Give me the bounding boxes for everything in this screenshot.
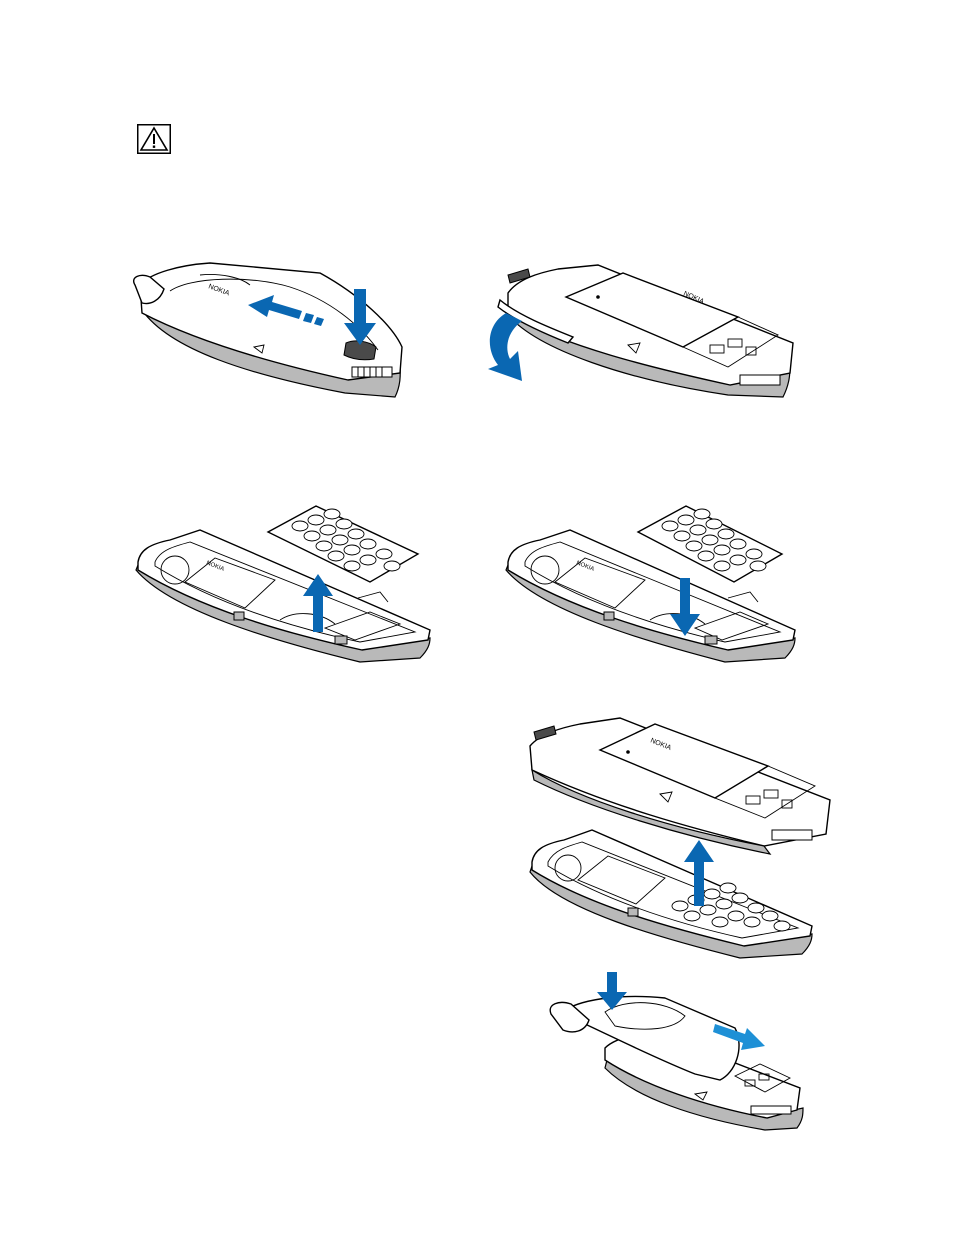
- figure-slide-on-cover: [545, 968, 805, 1138]
- figure-attach-front-cover: NOKIA: [520, 710, 840, 965]
- figure-remove-keymat: NOKIA: [130, 500, 435, 675]
- figure-lift-cover: NOKIA: [478, 255, 798, 410]
- figure-press-slide-cover: NOKIA: [130, 255, 410, 405]
- warning-icon: [137, 124, 171, 154]
- figure-insert-keymat: NOKIA: [500, 500, 800, 675]
